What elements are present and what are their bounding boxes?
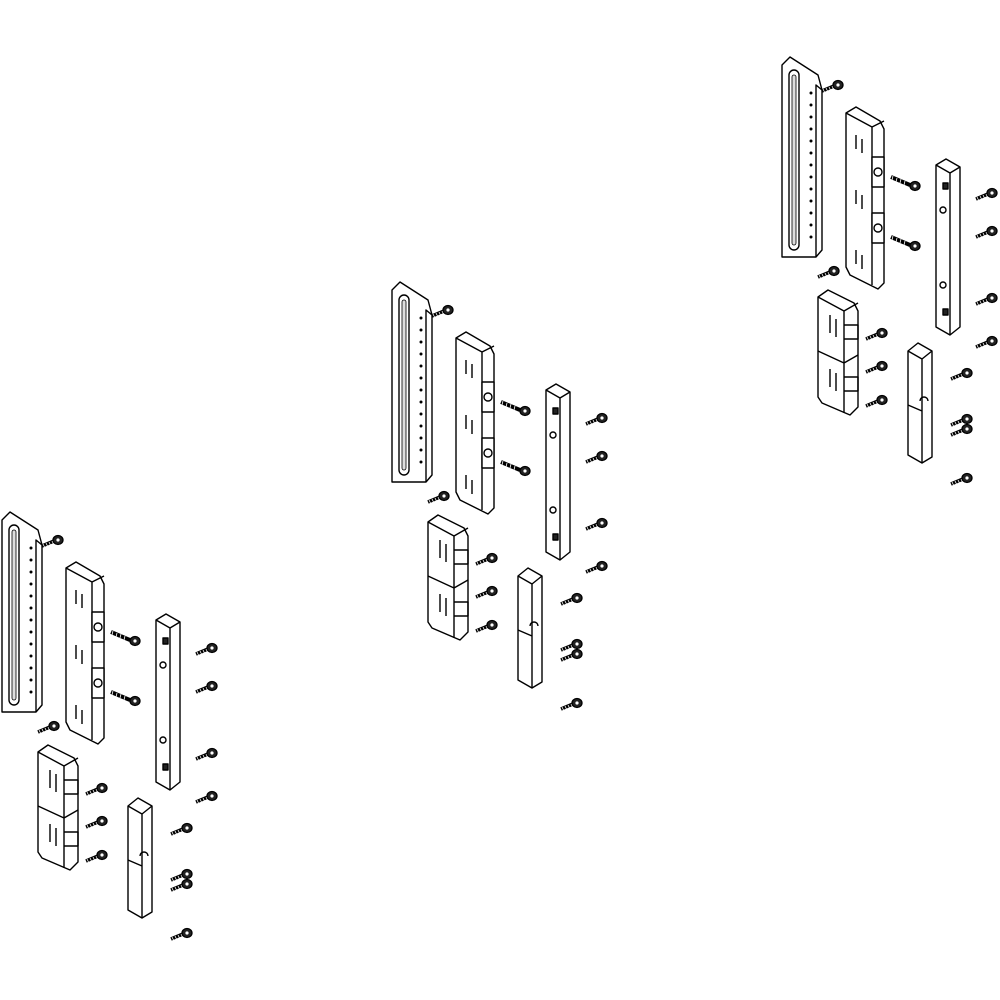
hardware-kit-3 [782,57,997,486]
hardware-kit-1 [2,512,217,941]
hardware-kit-2 [392,282,607,711]
